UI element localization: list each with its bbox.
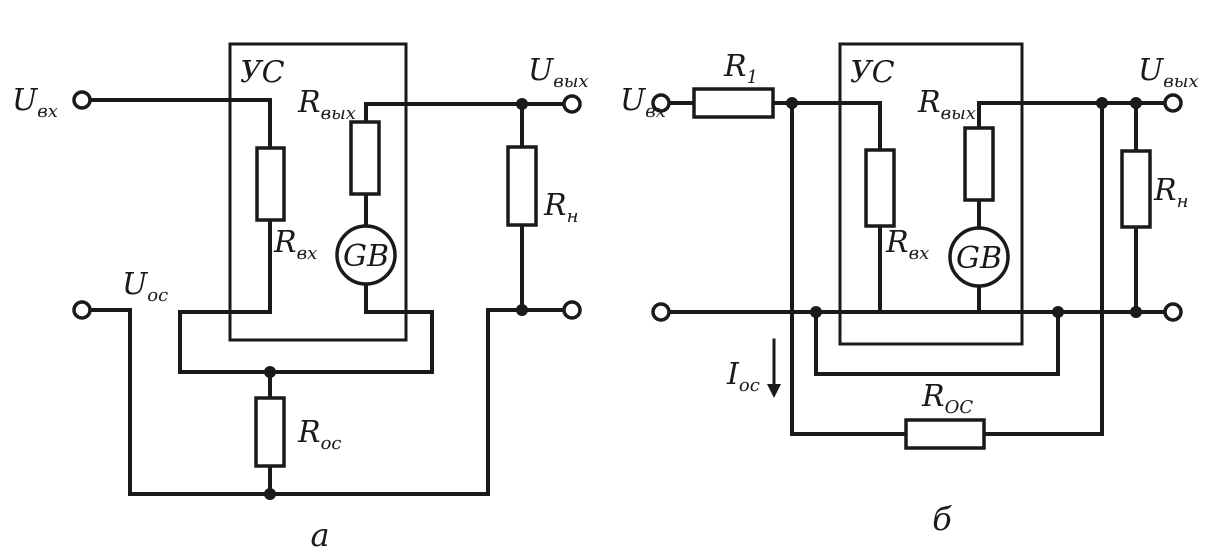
amplifier-block-a	[228, 42, 408, 342]
output-terminal-bottom-a	[562, 300, 582, 320]
input-resistor-b	[864, 148, 896, 228]
feedback-terminal-a	[72, 300, 92, 320]
junction-dot	[810, 306, 822, 318]
feedback-resistor-a	[254, 396, 286, 468]
feedback-resistance-label-b: RОС	[921, 379, 973, 418]
circuit-a: GB УС Uвх Uвых Uос Rвых Rвх Rн Rос а	[12, 42, 589, 554]
output-resistance-label-b: Rвых	[917, 85, 976, 124]
output-voltage-label-a: Uвых	[528, 53, 589, 92]
output-resistor-a	[349, 120, 381, 196]
input-voltage-label-b: Uвх	[620, 83, 666, 122]
input-resistor-a	[255, 146, 286, 222]
junction-dot	[786, 97, 798, 109]
input-terminal-b	[651, 93, 671, 113]
output-terminal-top-a	[562, 94, 582, 114]
junction-dot	[1052, 306, 1064, 318]
load-resistance-label-a: Rн	[543, 188, 578, 227]
wires-b	[665, 101, 1172, 436]
junction-dot	[1096, 97, 1108, 109]
output-voltage-label-b: Uвых	[1138, 53, 1199, 92]
output-resistor-b	[963, 126, 995, 202]
junction-dot	[1130, 97, 1142, 109]
circuit-b: GB УС Uвх Uвых R1 Rвых Rвх Rн RОС Iос б	[620, 42, 1199, 538]
caption-b: б	[932, 500, 952, 538]
block-label-a: УС	[240, 55, 285, 90]
feedback-voltage-label-a: Uос	[122, 267, 168, 306]
junction-dot	[1130, 306, 1142, 318]
r1-label-b: R1	[723, 49, 758, 88]
series-resistor-r1-b	[692, 87, 775, 119]
junction-dot	[264, 366, 276, 378]
input-voltage-label-a: Uвх	[12, 83, 58, 122]
junction-dot	[516, 304, 528, 316]
amplifier-block-b	[838, 42, 1024, 346]
output-terminal-top-b	[1163, 93, 1183, 113]
load-resistance-label-b: Rн	[1153, 173, 1188, 212]
feedback-resistance-label-a: Rос	[297, 415, 342, 454]
input-resistance-label-b: Rвх	[885, 225, 929, 264]
caption-a: а	[310, 516, 329, 554]
feedback-resistor-b	[904, 418, 986, 450]
common-terminal-b	[651, 302, 671, 322]
output-resistance-label-a: Rвых	[297, 85, 356, 124]
generator-label-a: GB	[343, 239, 389, 274]
junction-dot	[264, 488, 276, 500]
generator-b	[948, 226, 1010, 288]
input-resistance-label-a: Rвх	[273, 225, 317, 264]
generator-a	[335, 224, 397, 286]
load-resistor-b	[1120, 149, 1152, 229]
input-terminal-a	[72, 90, 92, 110]
junction-dot	[516, 98, 528, 110]
generator-label-b: GB	[956, 241, 1002, 276]
feedback-current-arrow	[767, 338, 781, 398]
feedback-current-label-b: Iос	[726, 357, 760, 396]
load-resistor-a	[506, 145, 538, 227]
output-terminal-bottom-b	[1163, 302, 1183, 322]
block-label-b: УС	[850, 55, 895, 90]
